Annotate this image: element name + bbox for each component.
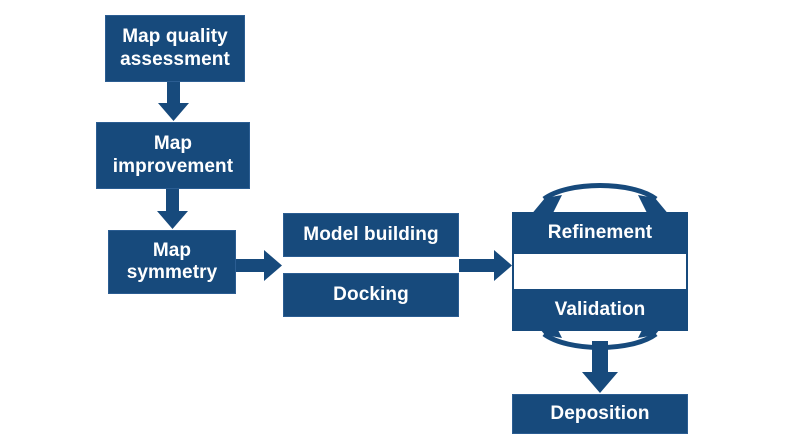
arc-bottom-cycle (542, 331, 658, 350)
node-deposition-label: Deposition (550, 402, 650, 424)
arrow-quality-to-improvement (158, 82, 189, 121)
arrow-symmetry-to-building (236, 250, 282, 281)
node-map-improvement[interactable]: Map improvement (96, 122, 250, 189)
node-map-symmetry-label: Map symmetry (126, 239, 218, 283)
node-map-quality-assessment[interactable]: Map quality assessment (105, 15, 245, 82)
node-validation[interactable]: Validation (512, 289, 688, 331)
node-model-building-label: Model building (303, 223, 439, 245)
node-map-symmetry[interactable]: Map symmetry (108, 230, 236, 294)
node-docking-label: Docking (333, 283, 409, 305)
node-map-improvement-label: Map improvement (112, 133, 234, 177)
arc-top-cycle (542, 183, 658, 202)
arrow-improvement-to-symmetry (157, 189, 188, 229)
arrow-building-to-refinement (459, 250, 512, 281)
node-map-quality-assessment-label: Map quality assessment (120, 26, 230, 70)
arrow-cycle-to-deposition (582, 341, 618, 393)
node-deposition[interactable]: Deposition (512, 394, 688, 434)
node-validation-label: Validation (554, 298, 646, 320)
node-refinement-label: Refinement (547, 221, 653, 243)
node-docking[interactable]: Docking (283, 273, 459, 317)
node-model-building[interactable]: Model building (283, 213, 459, 257)
node-refinement[interactable]: Refinement (512, 212, 688, 254)
